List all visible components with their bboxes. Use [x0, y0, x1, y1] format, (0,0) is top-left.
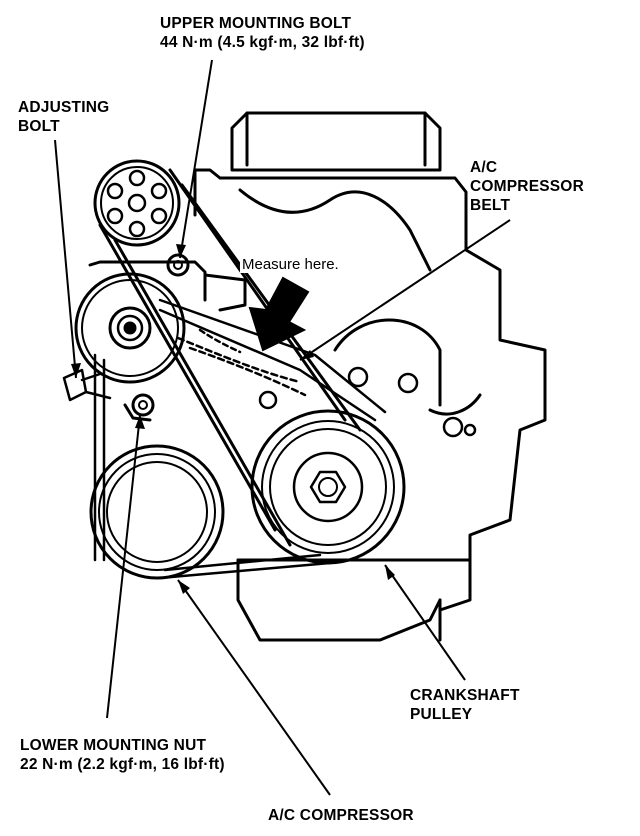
arrowhead-ac-compressor: [178, 580, 190, 594]
idler-pulley: [74, 272, 186, 384]
engine-block: [88, 111, 547, 642]
crankshaft-pulley-drawing: [250, 409, 406, 565]
leader-adjusting-bolt: [54, 139, 77, 379]
ac-compressor-label: A/C COMPRESSOR: [268, 807, 414, 824]
lower-belt-run: [158, 553, 332, 580]
arrowhead-upper-mounting-bolt: [176, 244, 186, 258]
ac-compressor-belt-line1: A/C: [470, 159, 498, 176]
measure-here-label: Measure here.: [240, 256, 341, 273]
upper-mounting-bolt-label: UPPER MOUNTING BOLT 44 N·m (4.5 kgf·m, 3…: [160, 14, 365, 52]
leader-ac-compressor: [177, 579, 331, 796]
leader-upper-mounting-bolt: [179, 59, 213, 259]
upper-mounting-bolt-torque: 44 N·m (4.5 kgf·m, 32 lbf·ft): [160, 34, 365, 51]
upper-mounting-bolt-title: UPPER MOUNTING BOLT: [160, 15, 352, 32]
lower-mounting-nut-label: LOWER MOUNTING NUT 22 N·m (2.2 kgf·m, 16…: [20, 736, 225, 774]
crankshaft-pulley-label: CRANKSHAFT PULLEY: [410, 686, 520, 724]
ac-compressor-belt-line3: BELT: [470, 197, 511, 214]
arrowhead-adjusting-bolt: [71, 363, 81, 378]
crankshaft-pulley-line1: CRANKSHAFT: [410, 687, 520, 704]
arrowhead-lower-mounting-nut: [135, 415, 145, 429]
ac-compressor-pulley: [89, 444, 225, 580]
ac-compressor-belt-line2: COMPRESSOR: [470, 178, 584, 195]
arrowhead-crankshaft-pulley: [385, 565, 395, 580]
ac-compressor-belt-label: A/C COMPRESSOR BELT: [470, 158, 584, 215]
drive-belt: [98, 168, 362, 547]
lower-mounting-nut-title: LOWER MOUNTING NUT: [20, 737, 207, 754]
leader-crankshaft-pulley: [384, 564, 466, 681]
ac-belt: [93, 298, 387, 562]
leader-lower-mounting-nut: [106, 414, 141, 719]
upper-pulley: [93, 159, 181, 247]
leader-ac-belt: [299, 219, 511, 361]
arrowhead-ac-belt: [300, 350, 314, 360]
adjusting-bolt-line2: BOLT: [18, 118, 60, 135]
adjusting-bolt-label: ADJUSTING BOLT: [18, 98, 109, 136]
lower-mounting-nut-symbol: [123, 393, 155, 422]
measure-here-arrow: [248, 276, 310, 352]
engine-boss-holes: [258, 366, 477, 438]
lower-mounting-nut-torque: 22 N·m (2.2 kgf·m, 16 lbf·ft): [20, 756, 225, 773]
upper-mounting-bolt-symbol: [166, 253, 190, 277]
adjusting-bolt-line1: ADJUSTING: [18, 99, 110, 116]
crankshaft-pulley-line2: PULLEY: [410, 706, 473, 723]
